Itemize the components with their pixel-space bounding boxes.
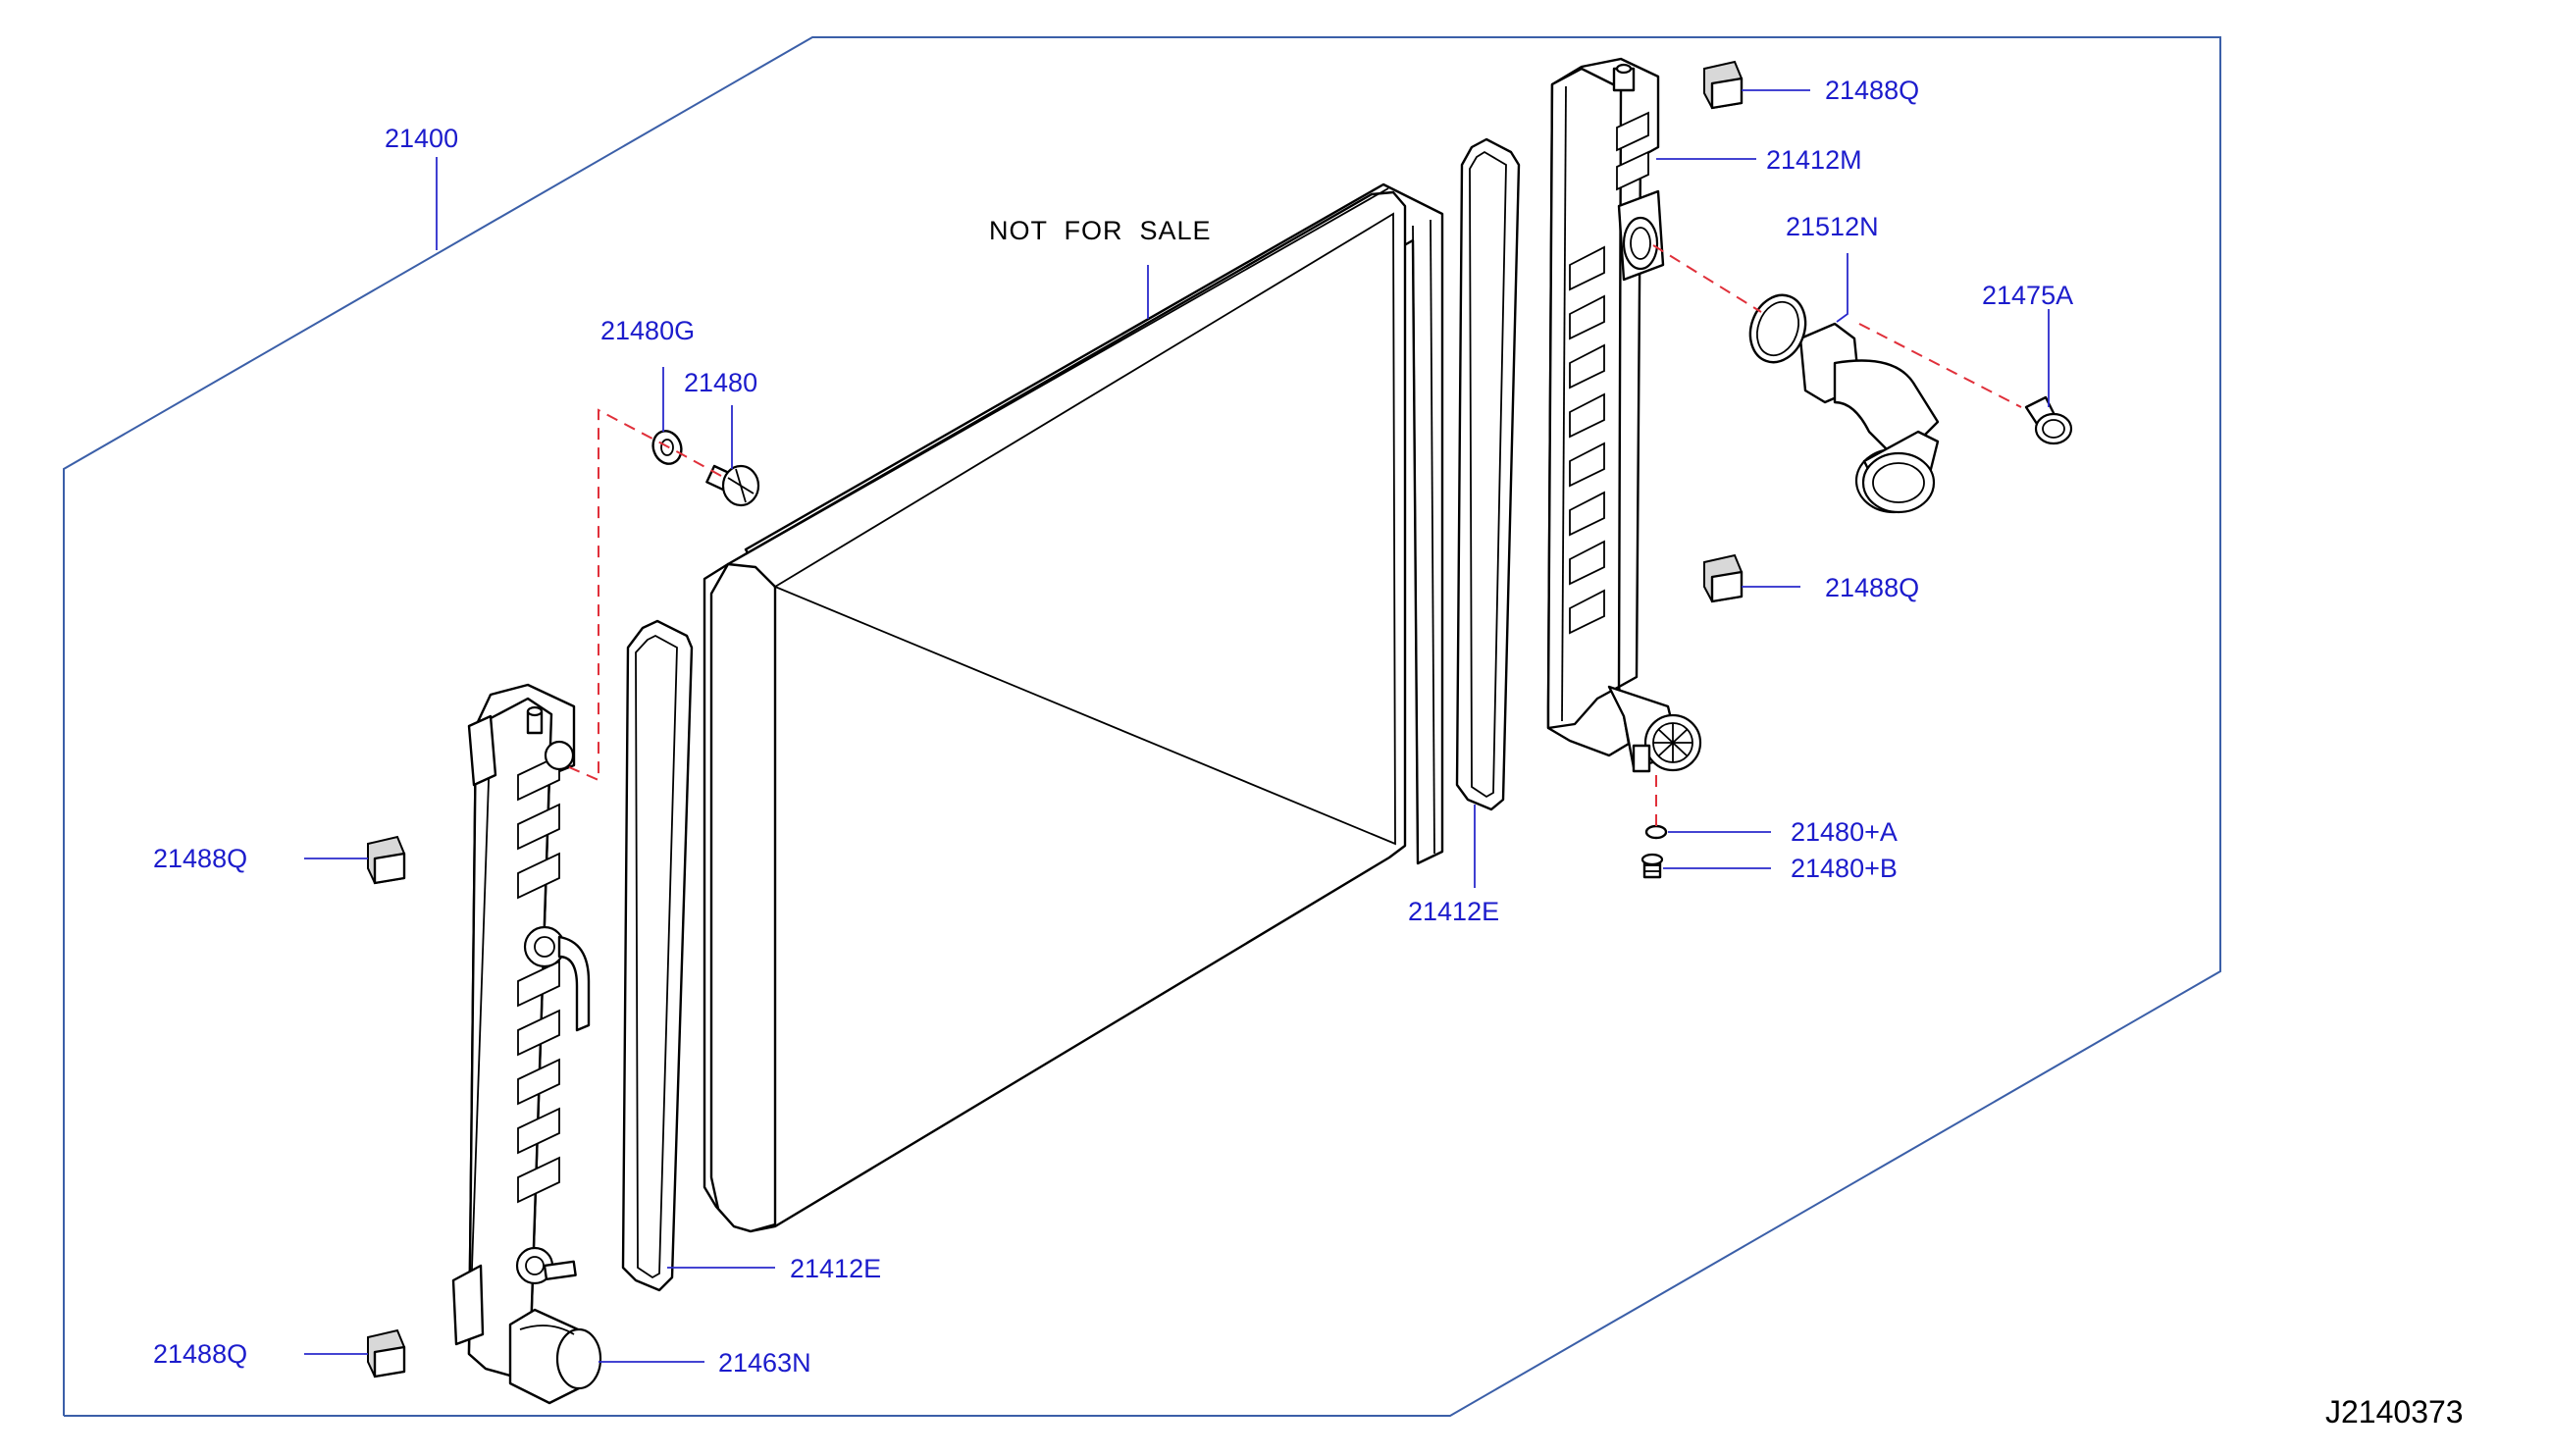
seal-right: [1455, 137, 1521, 811]
label-21400: 21400: [385, 124, 458, 153]
label-21463n: 21463N: [718, 1348, 811, 1378]
label-21488q-top-right: 21488Q: [1825, 76, 1919, 105]
drawing-code: J2140373: [2325, 1394, 2464, 1430]
label-21412e-right: 21412E: [1408, 897, 1499, 926]
label-21488q-left-lower: 21488Q: [153, 1339, 247, 1369]
mount-rubber-left-lower: [367, 1328, 406, 1378]
tank-right: [1546, 57, 1702, 773]
assembly-boundary-frame: [63, 36, 2221, 1417]
label-21480-a: 21480+A: [1791, 817, 1898, 847]
label-21488q-mid-right: 21488Q: [1825, 573, 1919, 602]
assembly-dashed-lines: [568, 244, 2022, 826]
tank-right-slots: [1569, 111, 1649, 635]
label-21480-b: 21480+B: [1791, 854, 1898, 883]
radiator-core: [703, 182, 1444, 1233]
label-21480: 21480: [684, 368, 757, 397]
leader-lines: [304, 89, 2050, 1363]
inlet-cap: [508, 1308, 602, 1405]
label-21412m: 21412M: [1766, 145, 1862, 175]
outlet-hose-pipe: [1798, 322, 1940, 514]
outlet-o-ring: [1748, 293, 1807, 364]
label-21512n: 21512N: [1786, 212, 1879, 241]
mount-rubber-mid-right: [1703, 553, 1744, 603]
label-21488q-left-upper: 21488Q: [153, 844, 247, 873]
part-labels: 21400 NOT FOR SALE 21480G 21480 21488Q 2…: [153, 76, 2464, 1430]
tank-left-slots: [517, 754, 560, 1204]
seal-left: [621, 619, 694, 1292]
drain-washer: [1644, 824, 1668, 840]
drain-plug: [1640, 853, 1664, 879]
mount-rubber-left-upper: [367, 835, 406, 885]
label-21480g: 21480G: [600, 316, 695, 345]
not-for-sale-note: NOT FOR SALE: [989, 216, 1212, 245]
label-21475a: 21475A: [1982, 281, 2073, 310]
mount-rubber-top-right: [1703, 60, 1744, 110]
tank-left: [451, 683, 591, 1378]
label-21412e-left: 21412E: [790, 1254, 881, 1283]
